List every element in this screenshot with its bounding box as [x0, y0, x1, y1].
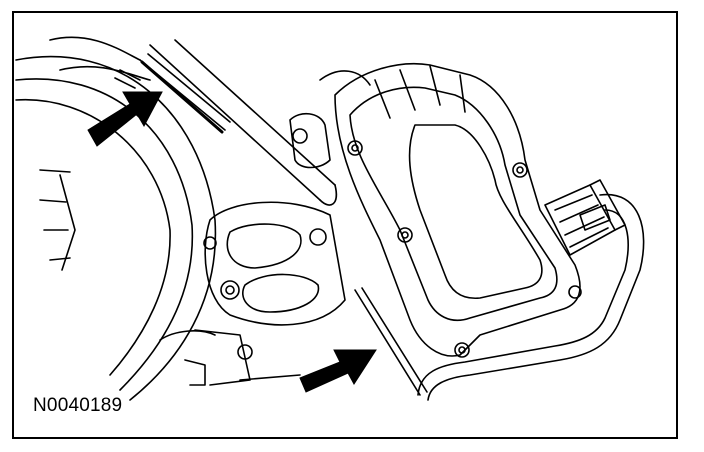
- vacuum-tube: [139, 39, 338, 206]
- upper-seal-edge: [140, 60, 224, 134]
- coolant-pipe: [417, 193, 645, 401]
- throttle-body: [289, 62, 582, 358]
- lower-seal-edge: [354, 287, 428, 396]
- callout-arrow-icon: [299, 349, 377, 393]
- callout-arrow-icon: [87, 91, 163, 147]
- intake-block: [159, 201, 346, 386]
- figure-id-label: N0040189: [30, 395, 126, 417]
- electrical-connector: [544, 179, 626, 256]
